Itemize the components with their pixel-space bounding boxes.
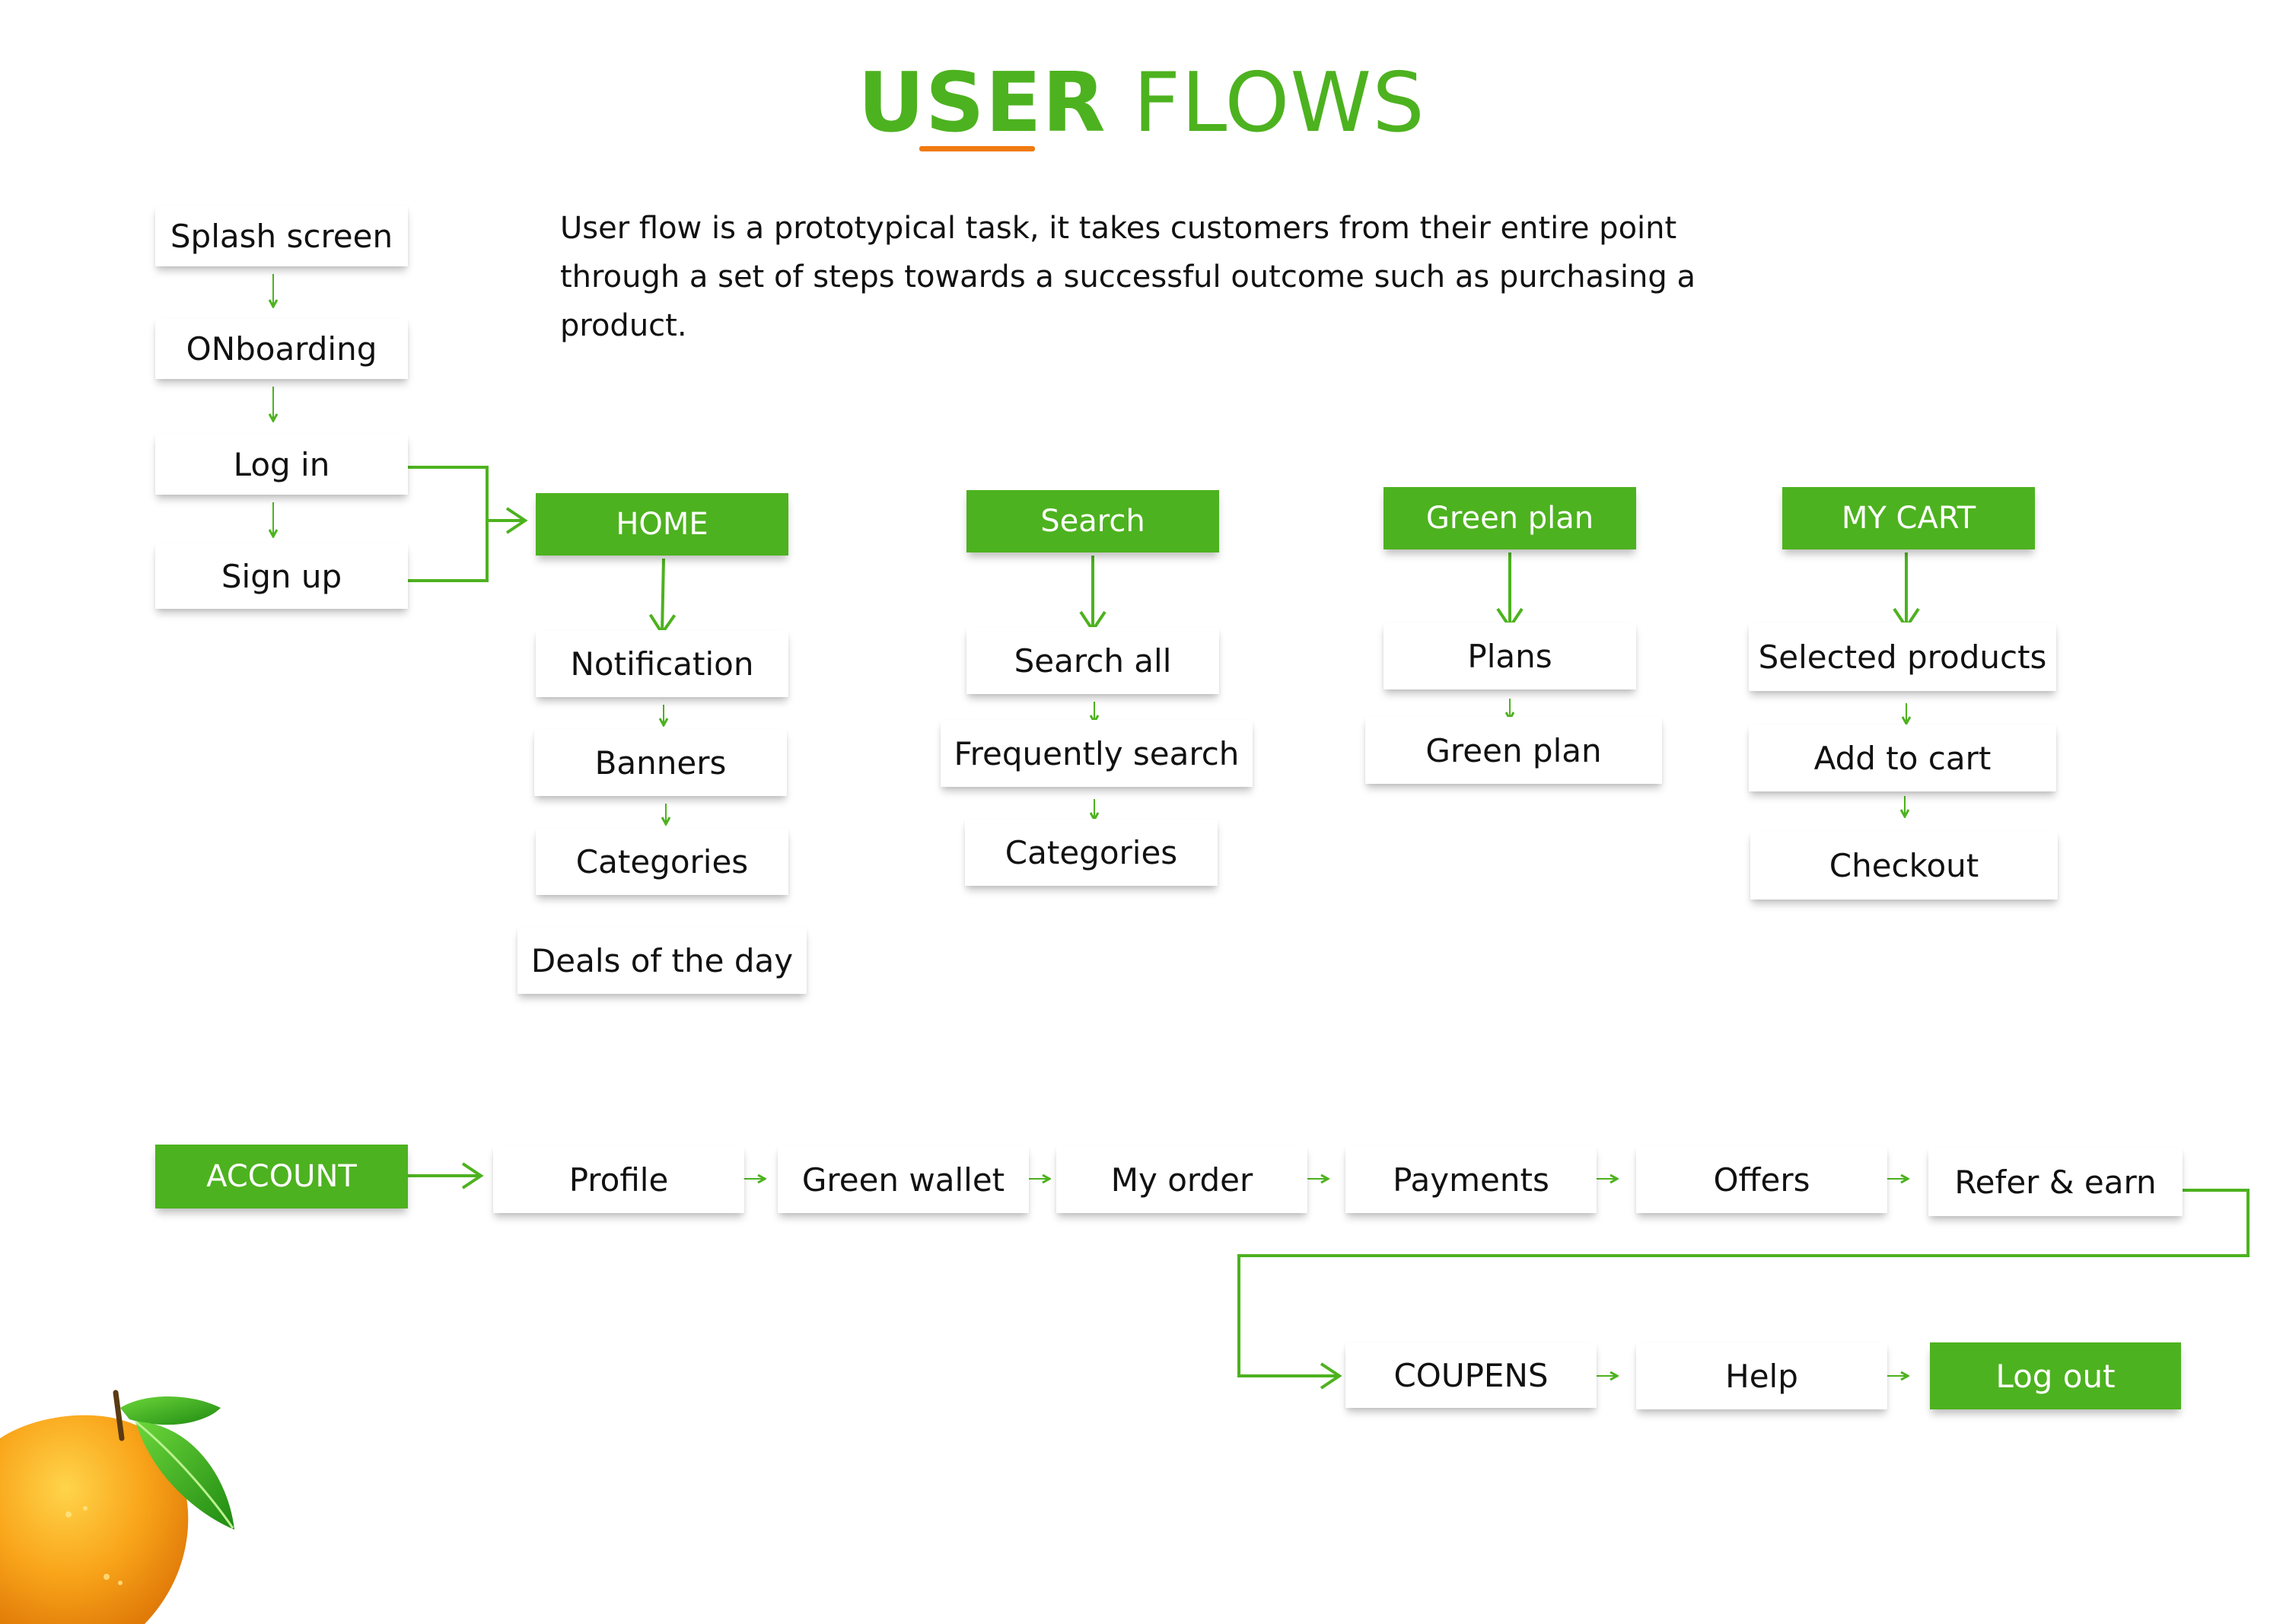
node-sign-up[interactable]: Sign up [155, 543, 408, 609]
mango-icon [0, 1390, 234, 1624]
node-profile[interactable]: Profile [493, 1146, 744, 1213]
node-mycart-header[interactable]: MY CART [1782, 487, 2035, 549]
node-checkout[interactable]: Checkout [1750, 831, 2058, 900]
node-selected-products[interactable]: Selected products [1749, 623, 2056, 691]
node-help[interactable]: Help [1636, 1342, 1887, 1409]
node-green-plan[interactable]: Green plan [1365, 717, 1662, 784]
node-notification[interactable]: Notification [536, 630, 788, 697]
node-refer-earn[interactable]: Refer & earn [1928, 1148, 2183, 1216]
node-home-header[interactable]: HOME [536, 493, 788, 556]
arrow-home-down [648, 558, 677, 636]
node-log-out[interactable]: Log out [1930, 1342, 2181, 1409]
node-offers[interactable]: Offers [1636, 1146, 1887, 1213]
node-banners[interactable]: Banners [534, 729, 787, 796]
node-log-in[interactable]: Log in [155, 434, 408, 495]
node-account-header[interactable]: ACCOUNT [155, 1145, 408, 1208]
connector-refer-coupens [1237, 1189, 2250, 1390]
node-categories[interactable]: Categories [536, 828, 788, 895]
node-plans[interactable]: Plans [1383, 623, 1636, 689]
title-bold: USER [858, 56, 1106, 151]
node-green-wallet[interactable]: Green wallet [778, 1146, 1029, 1213]
node-search-categories[interactable]: Categories [965, 819, 1218, 886]
node-payments[interactable]: Payments [1345, 1146, 1597, 1213]
connector-login-signup-home [408, 466, 489, 582]
node-deals-of-the-day[interactable]: Deals of the day [517, 927, 807, 994]
node-search-all[interactable]: Search all [966, 627, 1219, 694]
page-title: USER FLOWS [0, 55, 2283, 152]
node-my-order[interactable]: My order [1056, 1146, 1307, 1213]
node-splash-screen[interactable]: Splash screen [155, 205, 408, 266]
node-frequently-search[interactable]: Frequently search [941, 720, 1253, 787]
title-underline [919, 146, 1035, 151]
title-light: FLOWS [1132, 56, 1425, 151]
node-coupens[interactable]: COUPENS [1345, 1342, 1597, 1408]
description-text: User flow is a prototypical task, it tak… [560, 211, 1696, 343]
node-greenplan-header[interactable]: Green plan [1383, 487, 1636, 549]
node-onboarding[interactable]: ONboarding [155, 318, 408, 379]
node-search-header[interactable]: Search [966, 490, 1219, 552]
node-add-to-cart[interactable]: Add to cart [1749, 724, 2056, 791]
